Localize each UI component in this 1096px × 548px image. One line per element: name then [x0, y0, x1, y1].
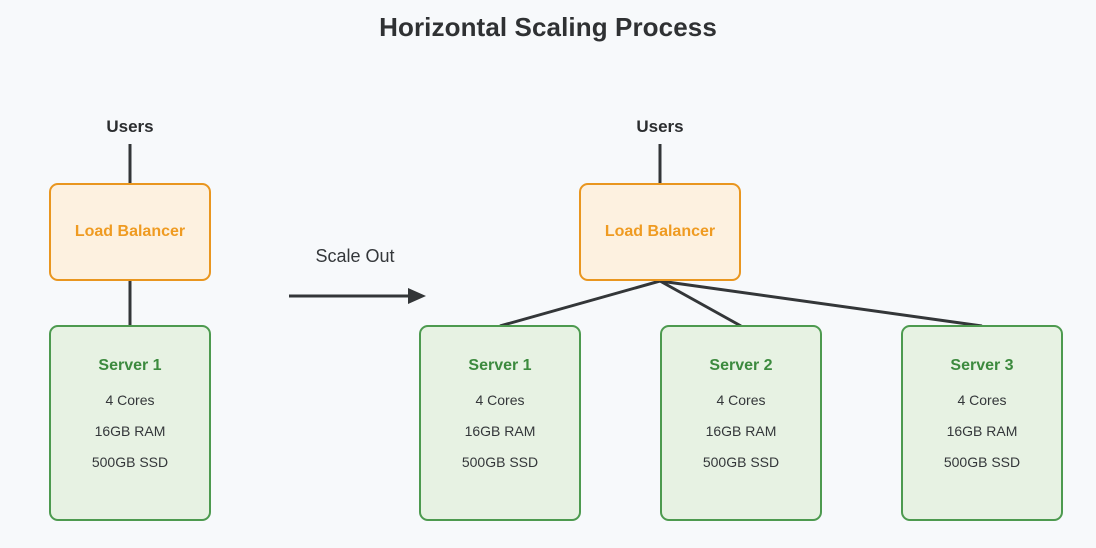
server-title: Server 3 [950, 357, 1014, 374]
server-node-after-3[interactable]: Server 3 4 Cores 16GB RAM 500GB SSD [901, 325, 1063, 521]
server-spec-storage: 500GB SSD [943, 454, 1021, 470]
scale-out-label: Scale Out [315, 246, 395, 266]
load-balancer-node-after[interactable]: Load Balancer [579, 183, 741, 281]
server-title: Server 2 [709, 357, 773, 374]
server-spec-storage: 500GB SSD [461, 454, 539, 470]
server-spec-storage: 500GB SSD [91, 454, 169, 470]
server-spec-cores: 4 Cores [475, 392, 525, 408]
load-balancer-title-before: Load Balancer [74, 223, 186, 240]
edge-lb-to-server2-right [659, 279, 742, 328]
server-spec-ram: 16GB RAM [705, 423, 777, 439]
server-node-after-2[interactable]: Server 2 4 Cores 16GB RAM 500GB SSD [660, 325, 822, 521]
server-spec-cores: 4 Cores [716, 392, 766, 408]
server-node-before-1[interactable]: Server 1 4 Cores 16GB RAM 500GB SSD [49, 325, 211, 521]
server-title: Server 1 [98, 357, 162, 374]
server-node-after-1[interactable]: Server 1 4 Cores 16GB RAM 500GB SSD [419, 325, 581, 521]
server-spec-ram: 16GB RAM [946, 423, 1018, 439]
server-spec-storage: 500GB SSD [702, 454, 780, 470]
server-title: Server 1 [468, 357, 532, 374]
page-title: Horizontal Scaling Process [379, 12, 717, 42]
load-balancer-title-after: Load Balancer [604, 223, 716, 240]
users-label-after: Users [636, 117, 684, 136]
load-balancer-node-before[interactable]: Load Balancer [49, 183, 211, 281]
scale-out-arrow-icon [289, 288, 426, 304]
server-spec-cores: 4 Cores [957, 392, 1007, 408]
server-spec-ram: 16GB RAM [94, 423, 166, 439]
users-label-before: Users [106, 117, 154, 136]
server-spec-ram: 16GB RAM [464, 423, 536, 439]
edge-lb-to-server1-right [499, 279, 661, 328]
edge-lb-to-server3-right [659, 279, 983, 328]
server-spec-cores: 4 Cores [105, 392, 155, 408]
